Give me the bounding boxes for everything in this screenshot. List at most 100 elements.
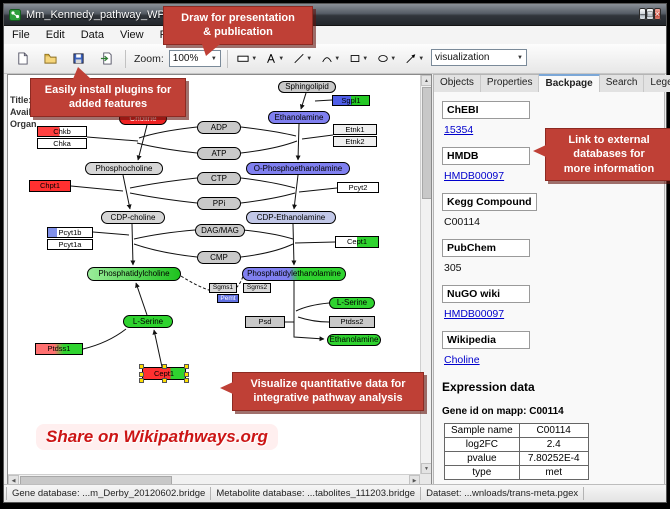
import-button[interactable] xyxy=(93,47,119,71)
node-chka[interactable]: Chka xyxy=(37,138,87,149)
window-title: Mm_Kennedy_pathway_WP1771_45176.gp... xyxy=(26,8,251,21)
vertical-scrollbar[interactable]: ▲ ▼ xyxy=(420,75,431,474)
node-ethanolamine-top[interactable]: Ethanolamine xyxy=(268,111,330,124)
menu-data[interactable]: Data xyxy=(80,29,104,41)
scroll-right-icon[interactable]: ▶ xyxy=(409,475,420,485)
expression-table-cell: Sample name xyxy=(444,423,520,438)
node-pcyt1a[interactable]: Pcyt1a xyxy=(47,239,93,250)
open-button[interactable] xyxy=(37,47,63,71)
arc-tool-button[interactable]: ▼ xyxy=(318,47,344,71)
node-ctp[interactable]: CTP xyxy=(197,172,241,185)
node-l-serine-right[interactable]: L-Serine xyxy=(329,297,375,309)
selection-handle[interactable] xyxy=(184,364,189,369)
node-phosphocholine[interactable]: Phosphocholine xyxy=(85,162,163,175)
menu-view[interactable]: View xyxy=(119,29,144,41)
node-phosphatidylcholine[interactable]: Phosphatidylcholine xyxy=(87,267,181,281)
node-ptdss2[interactable]: Ptdss2 xyxy=(329,316,375,328)
node-adp[interactable]: ADP xyxy=(197,121,241,134)
tab-backpage[interactable]: Backpage xyxy=(539,74,600,92)
selection-handle[interactable] xyxy=(162,378,167,383)
node-dag-mag[interactable]: DAG/MAG xyxy=(195,224,245,237)
selection-handle[interactable] xyxy=(184,371,189,377)
import-icon xyxy=(100,52,112,65)
chebi-link[interactable]: 15354 xyxy=(444,124,474,136)
datanode-tool-button[interactable]: ▼ xyxy=(234,47,260,71)
new-button[interactable] xyxy=(9,47,35,71)
selection-handle[interactable] xyxy=(139,371,144,377)
scroll-up-icon[interactable]: ▲ xyxy=(421,75,431,86)
label-icon xyxy=(267,54,276,63)
node-psd[interactable]: Psd xyxy=(245,316,285,328)
expression-table-cell: pvalue xyxy=(444,451,520,466)
chevron-down-icon: ▼ xyxy=(306,55,313,62)
node-cept1[interactable]: Cept1 xyxy=(335,236,379,248)
chevron-down-icon: ▼ xyxy=(334,55,341,62)
rectangle-tool-button[interactable]: ▼ xyxy=(346,47,372,71)
visualization-combo[interactable]: visualization ▼ xyxy=(431,49,527,66)
arrow-tool-button[interactable]: ▼ xyxy=(402,47,428,71)
scroll-left-icon[interactable]: ◀ xyxy=(8,475,19,485)
node-etnk1[interactable]: Etnk1 xyxy=(333,124,377,135)
selection-handle[interactable] xyxy=(139,364,144,369)
kegg-header: Kegg Compound xyxy=(442,193,537,211)
rectangle-icon xyxy=(350,55,360,62)
label-tool-button[interactable]: ▼ xyxy=(262,47,288,71)
node-ppi[interactable]: PPi xyxy=(197,197,241,210)
minimize-button[interactable]: – xyxy=(639,8,647,20)
selection-handle[interactable] xyxy=(162,364,167,369)
node-l-serine-left[interactable]: L-Serine xyxy=(123,315,173,328)
status-bar: Gene database: ...m_Derby_20120602.bridg… xyxy=(4,484,666,502)
chevron-down-icon: ▼ xyxy=(390,55,397,62)
selection-handle[interactable] xyxy=(139,378,144,383)
node-chkb[interactable]: Chkb xyxy=(37,126,87,137)
visualization-value: visualization xyxy=(435,52,490,63)
toolbar-separator xyxy=(226,49,228,68)
menu-file[interactable]: File xyxy=(12,29,30,41)
node-cdp-choline[interactable]: CDP-choline xyxy=(101,211,165,224)
node-sgpl1[interactable]: Sgpl1 xyxy=(332,95,370,106)
node-chpt1-left[interactable]: Chpt1 xyxy=(29,180,71,192)
node-pcyt2[interactable]: Pcyt2 xyxy=(337,182,379,193)
node-pemt[interactable]: Pemt xyxy=(217,294,239,303)
nugo-link[interactable]: HMDB00097 xyxy=(444,308,505,320)
node-sgms2[interactable]: Sgms2 xyxy=(243,283,271,293)
horizontal-scrollbar[interactable]: ◀ ▶ xyxy=(8,474,420,485)
expression-table-cell: met xyxy=(518,465,589,480)
node-sgms1[interactable]: Sgms1 xyxy=(209,283,237,293)
hmdb-link[interactable]: HMDB00097 xyxy=(444,170,505,182)
menu-bar: FileEditDataViewPluginsHelp xyxy=(4,26,666,45)
node-phosphatidylethanolamine[interactable]: Phosphatidylethanolamine xyxy=(242,267,346,281)
selection-handle[interactable] xyxy=(184,378,189,383)
node-ethanolamine-bottom[interactable]: Ethanolamine xyxy=(327,334,381,346)
scroll-down-icon[interactable]: ▼ xyxy=(421,463,431,474)
node-etnk2[interactable]: Etnk2 xyxy=(333,136,377,147)
expression-data-title: Expression data xyxy=(442,380,535,394)
expression-table-cell: type xyxy=(444,465,520,480)
new-file-icon xyxy=(17,52,28,65)
pubchem-header: PubChem xyxy=(442,239,530,257)
node-sphingolipid[interactable]: Sphingolipid xyxy=(278,81,336,93)
save-button[interactable] xyxy=(65,47,91,71)
node-cdp-ethanolamine[interactable]: CDP-Ethanolamine xyxy=(246,211,336,224)
vertical-scroll-thumb[interactable] xyxy=(422,87,431,199)
tab-search[interactable]: Search xyxy=(599,75,645,92)
tab-properties[interactable]: Properties xyxy=(480,75,540,92)
node-ptdss1[interactable]: Ptdss1 xyxy=(35,343,83,355)
wikipedia-link[interactable]: Choline xyxy=(444,354,480,366)
close-button[interactable]: × xyxy=(653,8,661,20)
node-o-phosphoethanolamine[interactable]: O-Phosphoethanolamine xyxy=(246,162,350,175)
node-atp[interactable]: ATP xyxy=(197,147,241,160)
node-pcyt1b[interactable]: Pcyt1b xyxy=(47,227,93,238)
menu-edit[interactable]: Edit xyxy=(45,29,65,41)
horizontal-scroll-thumb[interactable] xyxy=(20,476,172,485)
tab-objects[interactable]: Objects xyxy=(434,75,481,92)
node-cmp[interactable]: CMP xyxy=(197,251,241,264)
expression-table-cell: C00114 xyxy=(518,423,589,438)
line-tool-button[interactable]: ▼ xyxy=(290,47,316,71)
tab-legend[interactable]: Legend xyxy=(644,75,670,92)
chevron-down-icon: ▼ xyxy=(362,55,369,62)
oval-tool-button[interactable]: ▼ xyxy=(374,47,400,71)
maximize-button[interactable]: □ xyxy=(646,8,654,20)
